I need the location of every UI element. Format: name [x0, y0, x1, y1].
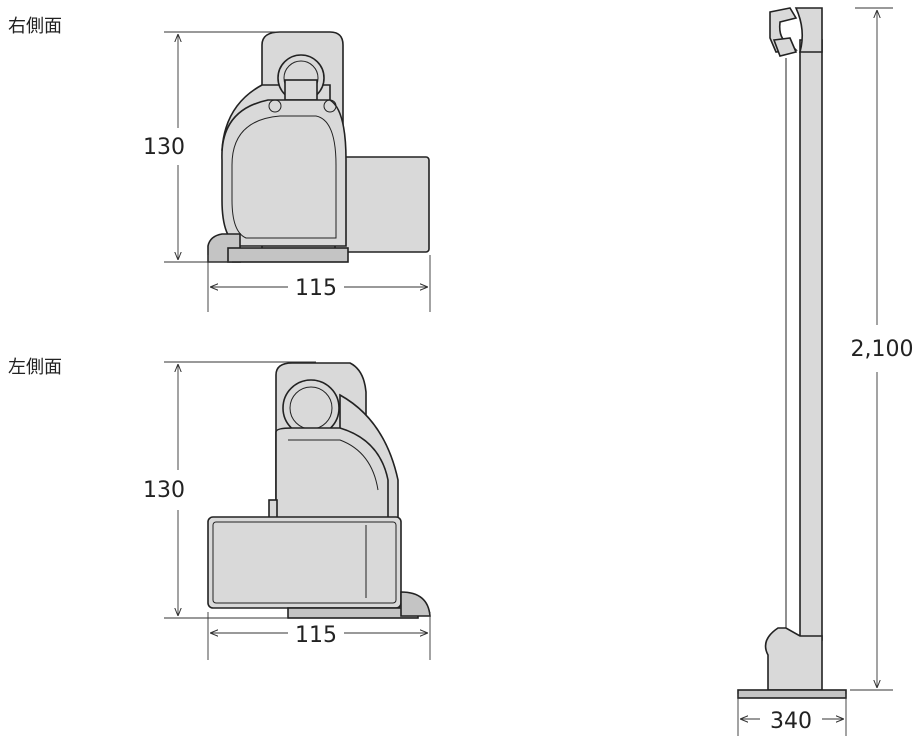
right-side-height-dim: 130	[143, 135, 185, 160]
right-side-view: 右側面 130	[8, 16, 431, 312]
left-side-title: 左側面	[8, 357, 62, 378]
left-side-height-dim: 130	[143, 478, 185, 503]
front-view: 2,100 340	[737, 7, 914, 736]
left-side-width-dim: 115	[295, 623, 337, 648]
front-view-width-dim: 340	[770, 709, 812, 734]
right-side-width-dim: 115	[295, 276, 337, 301]
right-side-device	[207, 31, 430, 263]
front-view-height-dim: 2,100	[851, 337, 914, 362]
right-side-title: 右側面	[8, 16, 62, 37]
left-side-device	[207, 362, 431, 619]
left-side-view: 左側面 130	[8, 357, 431, 660]
front-view-device	[737, 7, 847, 699]
